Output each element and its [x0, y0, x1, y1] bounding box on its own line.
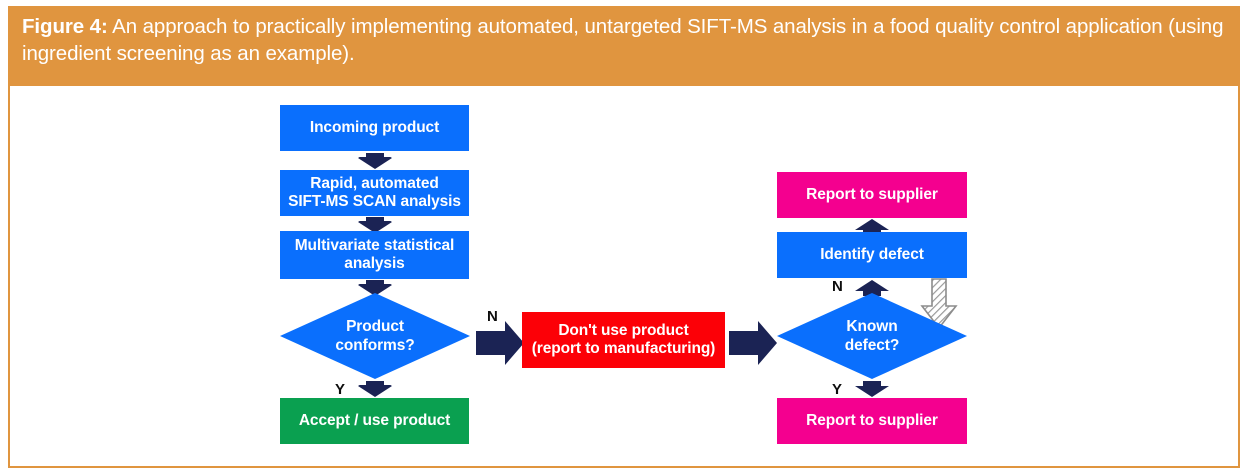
node-identify-defect[interactable]: Identify defect: [777, 232, 967, 278]
node-incoming-product-label: Incoming product: [309, 118, 440, 136]
figure-caption-text: An approach to practically implementing …: [22, 15, 1224, 65]
node-accept-use-product[interactable]: Accept / use product: [280, 398, 469, 444]
arrow-identify-to-report-top-icon: [847, 217, 897, 237]
branch-label-known-defect-yes: Y: [832, 381, 843, 398]
node-report-to-supplier-bottom[interactable]: Report to supplier: [777, 398, 967, 444]
arrow-known-defect-no-to-identify-icon: [847, 278, 897, 298]
arrow-multivariate-to-conforms-icon: [350, 278, 400, 298]
node-incoming-product[interactable]: Incoming product: [280, 105, 469, 151]
node-dont-use-product-label: Don't use product (report to manufacturi…: [531, 321, 716, 358]
arrow-incoming-to-scan-icon: [350, 151, 400, 171]
branch-label-known-defect-no: N: [832, 278, 843, 295]
figure-caption: Figure 4: An approach to practically imp…: [8, 6, 1240, 86]
branch-label-product-conforms-no: N: [487, 308, 498, 325]
node-sift-ms-scan-analysis-label: Rapid, automated SIFT-MS SCAN analysis: [288, 174, 461, 211]
node-report-to-supplier-top-label: Report to supplier: [806, 185, 938, 203]
node-dont-use-product[interactable]: Don't use product (report to manufacturi…: [522, 312, 725, 368]
flowchart-canvas: Incoming product Rapid, automated SIFT-M…: [8, 86, 1240, 468]
arrow-conforms-no-to-dont-use-icon: [476, 320, 524, 366]
node-report-to-supplier-top[interactable]: Report to supplier: [777, 172, 967, 218]
decision-product-conforms[interactable]: Product conforms?: [280, 293, 470, 379]
node-report-to-supplier-bottom-label: Report to supplier: [806, 411, 938, 429]
node-sift-ms-scan-analysis[interactable]: Rapid, automated SIFT-MS SCAN analysis: [280, 170, 469, 216]
decision-product-conforms-label: Product conforms?: [335, 318, 415, 354]
figure-number-label: Figure 4:: [22, 15, 108, 38]
node-accept-use-product-label: Accept / use product: [298, 411, 451, 429]
hatched-entry-arrow-icon: [920, 278, 958, 330]
node-multivariate-analysis[interactable]: Multivariate statistical analysis: [280, 231, 469, 279]
decision-known-defect-label: Known defect?: [844, 318, 900, 354]
node-multivariate-analysis-label: Multivariate statistical analysis: [294, 236, 455, 273]
decision-known-defect[interactable]: Known defect?: [777, 293, 967, 379]
arrow-dont-use-to-known-defect-icon: [729, 320, 777, 366]
branch-label-product-conforms-yes: Y: [335, 381, 346, 398]
node-identify-defect-label: Identify defect: [820, 245, 924, 263]
arrow-scan-to-multivariate-icon: [350, 215, 400, 235]
arrow-conforms-yes-to-accept-icon: [350, 379, 400, 399]
arrow-known-defect-yes-to-report-bottom-icon: [847, 379, 897, 399]
